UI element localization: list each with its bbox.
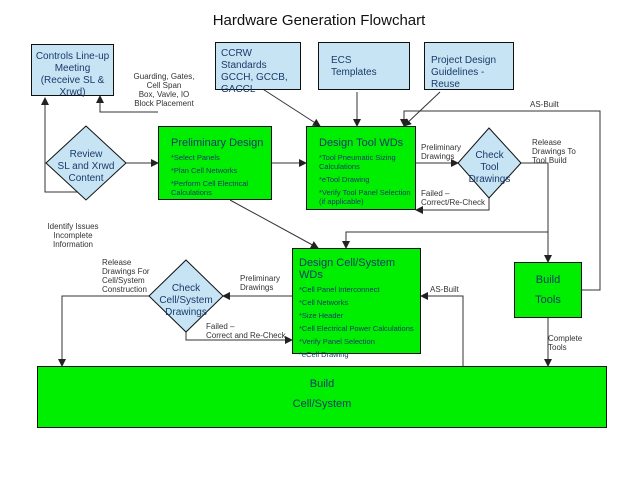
build-cell-text: Build Cell/System — [292, 378, 352, 410]
project-design-text: Project Design Guidelines - Reuse — [431, 55, 497, 90]
label-failed-2: Failed – Correct and Re-Check — [206, 322, 286, 340]
controls-lineup-box: Controls Line-up Meeting (Receive SL & X… — [31, 44, 114, 98]
cell-item-0: *Cell Panel Interconnect — [299, 285, 380, 294]
arrow-project-to-tool — [403, 91, 441, 127]
ecs-box: ECS Templates — [318, 42, 410, 90]
arrow-check-to-tool-failed — [415, 198, 490, 214]
page-title: Hardware Generation Flowchart — [212, 12, 426, 29]
arrow-build-asbuilt-to-tool — [400, 110, 601, 291]
ecs-text: ECS Templates — [331, 55, 377, 78]
label-identify: Identify Issues Incomplete Information — [47, 222, 99, 249]
tool-item-0: *Tool Pneumatic Sizing Calculations — [319, 153, 396, 171]
label-prelim-drawings-2: Preliminary Drawings — [240, 274, 281, 292]
controls-lineup-text: Controls Line-up Meeting (Receive SL & X… — [35, 51, 110, 98]
arrow-tool-to-cell — [342, 231, 548, 249]
design-cell-wds-box: Design Cell/System WDs *Cell Panel Inter… — [292, 248, 421, 359]
arrow-prelim-to-controls — [96, 95, 158, 113]
check-cell-text: Check Cell/System Drawings — [159, 283, 213, 318]
preliminary-design-title: Preliminary Design — [171, 137, 264, 149]
check-tool-text: Check Tool Drawings — [468, 150, 511, 185]
ccrw-box: CCRW Standards GCCH, GCCB, GACCL — [215, 42, 301, 95]
arrow-build-cell-asbuilt — [420, 292, 464, 366]
design-tool-wds-box: Design Tool WDs *Tool Pneumatic Sizing C… — [306, 126, 416, 210]
cell-item-3: *Cell Electrical Power Calculations — [299, 324, 414, 333]
project-design-box: Project Design Guidelines - Reuse — [424, 42, 514, 90]
label-as-built-2: AS-Built — [430, 285, 459, 294]
build-cell-box: Build Cell/System — [37, 366, 607, 428]
label-release-cell: Release Drawings For Cell/System Constru… — [102, 258, 150, 294]
prelim-item-2: *Perform Cell Electrical Calculations — [171, 179, 249, 197]
arrow-check-to-build-cell — [58, 295, 152, 367]
arrow-review-to-controls — [41, 97, 86, 193]
label-complete-tools: Complete Tools — [548, 334, 583, 352]
label-guarding: Guarding, Gates, Cell Span Box, Vavle, I… — [133, 72, 195, 108]
cell-item-4: *Verify Panel Selection — [299, 337, 375, 346]
arrow-ccrw-to-tool — [257, 85, 321, 127]
label-prelim-drawings-1: Preliminary Drawings — [421, 143, 462, 161]
prelim-item-1: *Plan Cell Networks — [171, 166, 238, 175]
cell-item-5: *eCell Drawing — [299, 350, 349, 359]
review-text: Review SL and Xrwd Content — [57, 149, 115, 184]
design-tool-title: Design Tool WDs — [319, 137, 404, 149]
preliminary-design-box: Preliminary Design *Select Panels *Plan … — [158, 126, 272, 200]
check-cell-diamond — [148, 259, 224, 333]
review-diamond — [45, 125, 127, 201]
cell-item-2: *Size Header — [299, 311, 344, 320]
tool-item-2: *Verify Tool Panel Selection (if applica… — [319, 188, 411, 206]
ccrw-text: CCRW Standards GCCH, GCCB, GACCL — [221, 48, 288, 95]
arrow-check-to-build — [521, 162, 552, 263]
arrow-prelim-to-cell — [229, 199, 319, 249]
label-failed-1: Failed – Correct/Re-Check — [421, 189, 486, 207]
label-as-built-1: AS-Built — [530, 100, 559, 109]
cell-item-1: *Cell Networks — [299, 298, 349, 307]
design-cell-title: Design Cell/System WDs — [299, 257, 395, 281]
tool-item-1: *eTool Drawing — [319, 175, 370, 184]
build-tools-box: Build Tools — [514, 262, 582, 318]
check-tool-diamond — [457, 127, 522, 199]
label-release-tool: Release Drawings To Tool Build — [532, 138, 576, 165]
prelim-item-0: *Select Panels — [171, 153, 220, 162]
build-tools-text: Build Tools — [535, 274, 561, 306]
